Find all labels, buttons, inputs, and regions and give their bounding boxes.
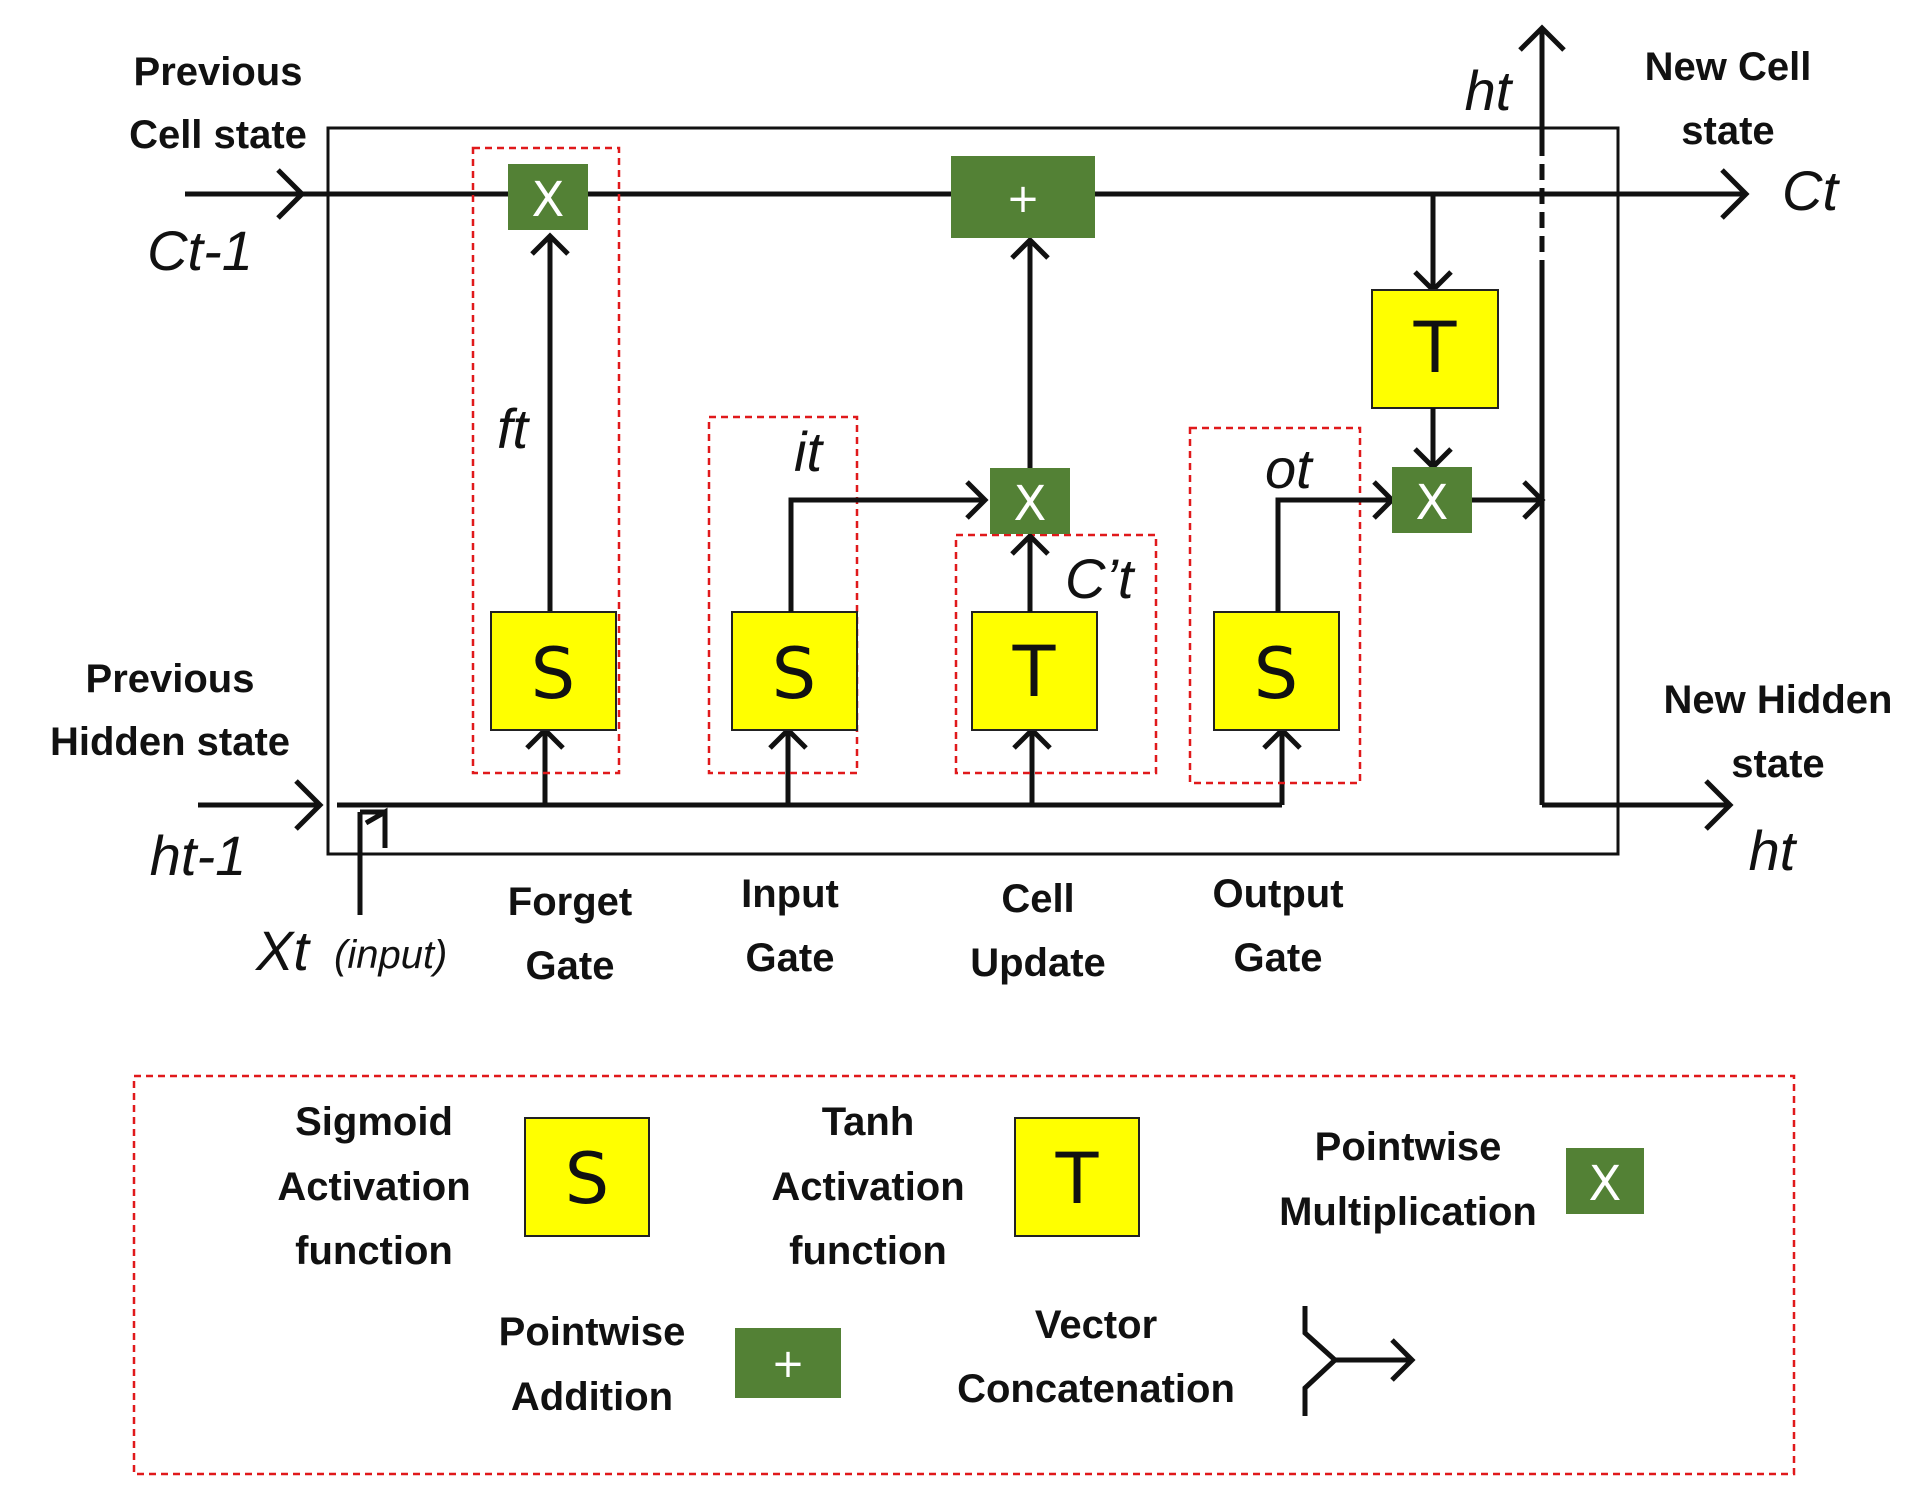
x-input-note: (input) xyxy=(334,933,447,977)
input-multiply-box xyxy=(990,468,1070,534)
prev-cell-label-2: Cell state xyxy=(129,113,307,157)
legend-concat-label-1: Vector xyxy=(1035,1303,1157,1347)
it-label: it xyxy=(794,420,824,483)
prev-hidden-label-2: Hidden state xyxy=(50,720,290,764)
output-gate-label-1: Output xyxy=(1212,872,1343,916)
output-gate-label-2: Gate xyxy=(1234,936,1323,980)
cell-add-box xyxy=(951,156,1095,238)
cell-update-tanh-symbol: T xyxy=(1012,631,1056,713)
forget-multiply-box xyxy=(508,164,588,230)
forget-sigmoid-symbol: S xyxy=(531,633,575,715)
input-gate-label-2: Gate xyxy=(746,936,835,980)
input-sigmoid-box xyxy=(731,611,858,731)
input-sigmoid-symbol: S xyxy=(772,633,816,715)
legend-frame xyxy=(132,1074,1796,1476)
ht-up-arrowhead xyxy=(1518,24,1566,52)
new-cell-label-1: New Cell xyxy=(1645,45,1812,89)
c-t-label: Ct xyxy=(1782,159,1840,222)
ot-label: ot xyxy=(1265,437,1314,500)
output-sigmoid-box xyxy=(1213,611,1340,731)
c-candidate-arrowhead xyxy=(1010,532,1050,556)
ot-line xyxy=(1275,497,1392,612)
legend-multiply-label-2: Multiplication xyxy=(1279,1190,1537,1234)
legend-tanh-label-3: function xyxy=(789,1229,947,1273)
c-prev-label: Ct-1 xyxy=(147,219,253,282)
ht-out-arrowhead xyxy=(1704,779,1734,831)
ft-arrowhead xyxy=(530,232,570,256)
legend-add-box xyxy=(735,1328,841,1398)
new-hidden-label-2: state xyxy=(1731,742,1824,786)
output-gate-outline xyxy=(1188,426,1362,785)
legend-sigmoid-box xyxy=(524,1117,650,1237)
cell-state-input-arrowhead xyxy=(276,168,306,220)
legend-tanh-label-2: Activation xyxy=(771,1165,964,1209)
output-sigmoid-symbol: S xyxy=(1254,633,1298,715)
output-multiply-box xyxy=(1392,467,1472,533)
it-arrowhead xyxy=(965,480,989,520)
legend-tanh-box xyxy=(1014,1117,1140,1237)
input-multiply-symbol: X xyxy=(1014,476,1047,532)
legend-tanh-symbol: T xyxy=(1055,1138,1099,1220)
input-gate-label-1: Input xyxy=(741,872,839,916)
cell-frame xyxy=(326,126,1620,856)
forget-sigmoid-box xyxy=(490,611,617,731)
x-input-label: Xt xyxy=(254,919,311,982)
cell-update-outline xyxy=(954,533,1158,775)
output-tanh-symbol: T xyxy=(1413,307,1457,389)
legend-multiply-symbol: X xyxy=(1589,1156,1622,1212)
legend-add-label-2: Addition xyxy=(511,1375,673,1419)
cell-update-label-1: Cell xyxy=(1001,877,1074,921)
prev-cell-label-1: Previous xyxy=(134,50,303,94)
legend-concat-label-2: Concatenation xyxy=(957,1367,1235,1411)
output-multiply-symbol: X xyxy=(1416,475,1449,531)
output-tanh-box xyxy=(1371,289,1499,409)
input-gate-outline xyxy=(707,415,859,775)
forget-gate-label-2: Gate xyxy=(526,944,615,988)
legend-multiply-label-1: Pointwise xyxy=(1315,1125,1502,1169)
c-candidate-label: C’t xyxy=(1065,547,1136,610)
cell-add-symbol: + xyxy=(1006,176,1040,222)
cell-update-tanh-box xyxy=(971,611,1098,731)
legend-concat-icon xyxy=(1302,1306,1416,1416)
legend-sigmoid-label-2: Activation xyxy=(277,1165,470,1209)
forget-gate-outline xyxy=(471,146,621,775)
h-t-label: ht xyxy=(1749,819,1798,882)
legend-sigmoid-symbol: S xyxy=(565,1138,609,1220)
ft-label: ft xyxy=(497,397,531,460)
legend-tanh-label-1: Tanh xyxy=(822,1100,915,1144)
cell-update-label-2: Update xyxy=(970,941,1106,985)
x-input-arrowhead xyxy=(364,807,388,840)
new-hidden-label-1: New Hidden xyxy=(1664,678,1893,722)
ht-top-label: ht xyxy=(1465,59,1514,122)
hidden-input-arrowhead xyxy=(294,779,324,831)
legend-sigmoid-label-1: Sigmoid xyxy=(295,1100,453,1144)
cell-state-output-arrowhead xyxy=(1720,168,1750,220)
forget-multiply-symbol: X xyxy=(532,172,565,228)
it-line xyxy=(788,497,985,612)
legend-add-label-1: Pointwise xyxy=(499,1310,686,1354)
new-cell-label-2: state xyxy=(1681,109,1774,153)
prev-hidden-label-1: Previous xyxy=(86,657,255,701)
update-to-add-arrowhead xyxy=(1010,236,1050,260)
legend-multiply-box xyxy=(1566,1148,1644,1214)
h-prev-label: ht-1 xyxy=(150,824,247,887)
legend-sigmoid-label-3: function xyxy=(295,1229,453,1273)
legend-add-symbol: + xyxy=(771,1341,805,1387)
forget-gate-label-1: Forget xyxy=(508,880,632,924)
